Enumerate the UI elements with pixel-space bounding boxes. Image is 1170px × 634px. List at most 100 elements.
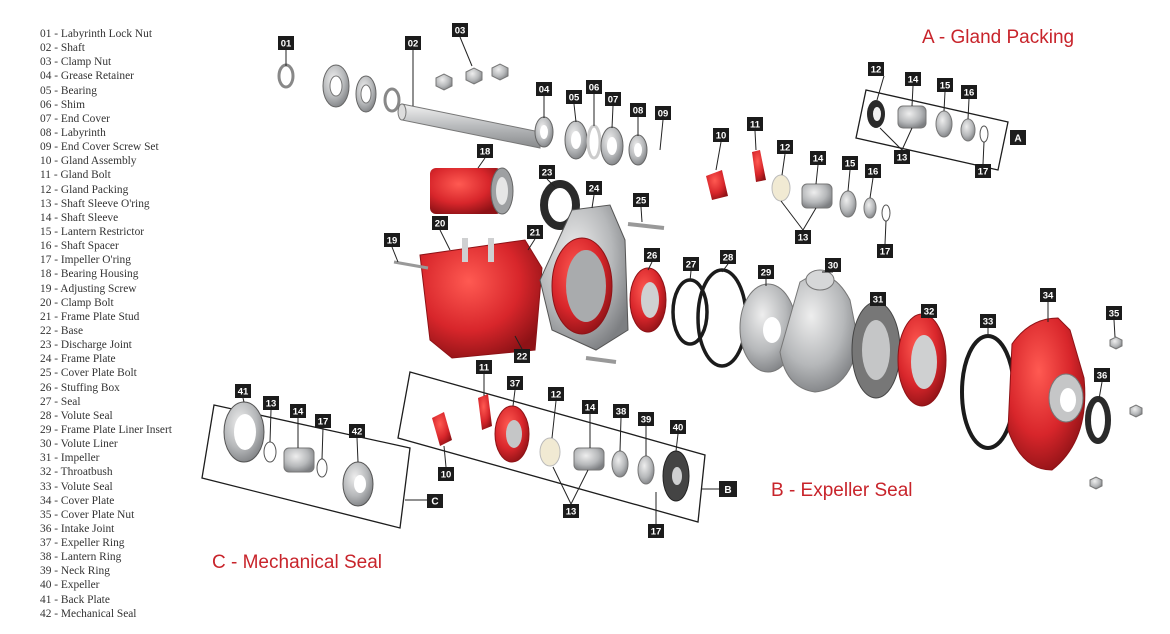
callout-number: 13	[266, 399, 277, 410]
group-tag-c: C	[431, 497, 438, 508]
part-02-shaft	[397, 103, 541, 149]
callout-39: 39	[638, 412, 654, 426]
legend-item: 40 - Expeller	[40, 579, 100, 592]
callout-21: 21	[527, 225, 543, 239]
callout-number: 42	[352, 427, 363, 438]
legend-item: 04 - Grease Retainer	[40, 70, 134, 83]
callout-17: 17	[975, 164, 991, 178]
legend-item: 39 - Neck Ring	[40, 565, 110, 578]
part-01-lock-nut	[277, 63, 295, 89]
callout-number: 18	[480, 147, 491, 158]
callout-20: 20	[432, 216, 448, 230]
callout-number: 24	[589, 184, 600, 195]
legend-item: 35 - Cover Plate Nut	[40, 508, 135, 521]
legend-item: 30 - Volute Liner	[40, 438, 118, 451]
group-b-parts	[432, 394, 690, 502]
part-18-bearing-housing	[430, 167, 514, 215]
group-frame-a: A	[855, 89, 1026, 171]
callout-number: 10	[716, 131, 727, 142]
callout-33: 33	[980, 314, 996, 328]
group-title-a: A - Gland Packing	[922, 27, 1074, 48]
callout-number: 07	[608, 95, 619, 106]
group-title-c: C - Mechanical Seal	[212, 552, 382, 573]
part-26-stuffing-box	[629, 267, 667, 333]
legend-item: 17 - Impeller O'ring	[40, 254, 131, 267]
callout-17: 17	[648, 524, 664, 538]
part-25-cover-bolt	[627, 222, 665, 230]
callout-number: 40	[673, 423, 684, 434]
callout-13: 13	[263, 396, 279, 410]
callout-12: 12	[777, 140, 793, 154]
part-30-volute-liner	[779, 269, 859, 393]
callout-number: 38	[616, 407, 627, 418]
callout-04: 04	[536, 82, 552, 96]
part-32-throatbush	[897, 313, 947, 407]
legend-item: 24 - Frame Plate	[40, 353, 116, 366]
part-04-08-bearing-set	[534, 116, 648, 166]
part-bearing-left	[322, 64, 401, 113]
callout-31: 31	[870, 292, 886, 306]
callout-13: 13	[894, 150, 910, 164]
callout-number: 30	[828, 261, 839, 272]
callout-09: 09	[655, 106, 671, 120]
callout-41: 41	[235, 384, 251, 398]
callout-number: 41	[238, 387, 249, 398]
callout-11: 11	[747, 117, 763, 131]
callout-number: 11	[750, 120, 761, 131]
legend-item: 33 - Volute Seal	[40, 480, 113, 493]
callout-18: 18	[477, 144, 493, 158]
part-10-11-gland	[706, 150, 891, 222]
legend-item: 21 - Frame Plate Stud	[40, 310, 140, 323]
legend-item: 23 - Discharge Joint	[40, 339, 132, 352]
legend-item: 37 - Expeller Ring	[40, 537, 125, 550]
callout-number: 26	[647, 251, 658, 262]
part-03-clamp-nuts	[435, 63, 509, 91]
callout-10: 10	[438, 467, 454, 481]
part-23-discharge-joint	[540, 180, 580, 230]
callout-number: 17	[880, 247, 891, 258]
callout-number: 28	[723, 253, 734, 264]
callout-number: 16	[964, 88, 975, 99]
callout-17: 17	[315, 414, 331, 428]
callout-37: 37	[507, 376, 523, 390]
callout-25: 25	[633, 193, 649, 207]
callout-07: 07	[605, 92, 621, 106]
legend-item: 34 - Cover Plate	[40, 494, 115, 507]
callout-number: 12	[551, 390, 562, 401]
callout-number: 14	[585, 403, 596, 414]
callout-number: 22	[517, 352, 528, 363]
legend-item: 31 - Impeller	[40, 452, 100, 465]
legend-item: 42 - Mechanical Seal	[40, 607, 137, 620]
callout-08: 08	[630, 103, 646, 117]
callout-01: 01	[278, 36, 294, 50]
legend-item: 02 - Shaft	[40, 42, 85, 55]
callout-number: 17	[318, 417, 329, 428]
callout-05: 05	[566, 90, 582, 104]
callout-number: 01	[281, 39, 292, 50]
legend-item: 06 - Shim	[40, 98, 85, 111]
part-35-36-nut-joint	[1085, 336, 1143, 490]
callout-17: 17	[877, 244, 893, 258]
callout-number: 31	[873, 295, 884, 306]
legend-item: 13 - Shaft Sleeve O'ring	[40, 197, 150, 210]
callout-34: 34	[1040, 288, 1056, 302]
callout-14: 14	[905, 72, 921, 86]
callout-number: 16	[868, 167, 879, 178]
callout-number: 35	[1109, 309, 1120, 320]
callout-14: 14	[290, 404, 306, 418]
legend-item: 32 - Throatbush	[40, 466, 113, 479]
part-24-frame-plate	[539, 204, 629, 364]
callout-28: 28	[720, 250, 736, 264]
group-tag-a: A	[1014, 134, 1021, 145]
callout-23: 23	[539, 165, 555, 179]
callout-number: 06	[589, 83, 600, 94]
legend-item: 14 - Shaft Sleeve	[40, 211, 119, 224]
callout-number: 12	[871, 65, 882, 76]
callout-number: 13	[566, 507, 577, 518]
callout-35: 35	[1106, 306, 1122, 320]
legend-item: 11 - Gland Bolt	[40, 169, 111, 182]
callout-16: 16	[865, 164, 881, 178]
callout-number: 39	[641, 415, 652, 426]
callout-number: 20	[435, 219, 446, 230]
